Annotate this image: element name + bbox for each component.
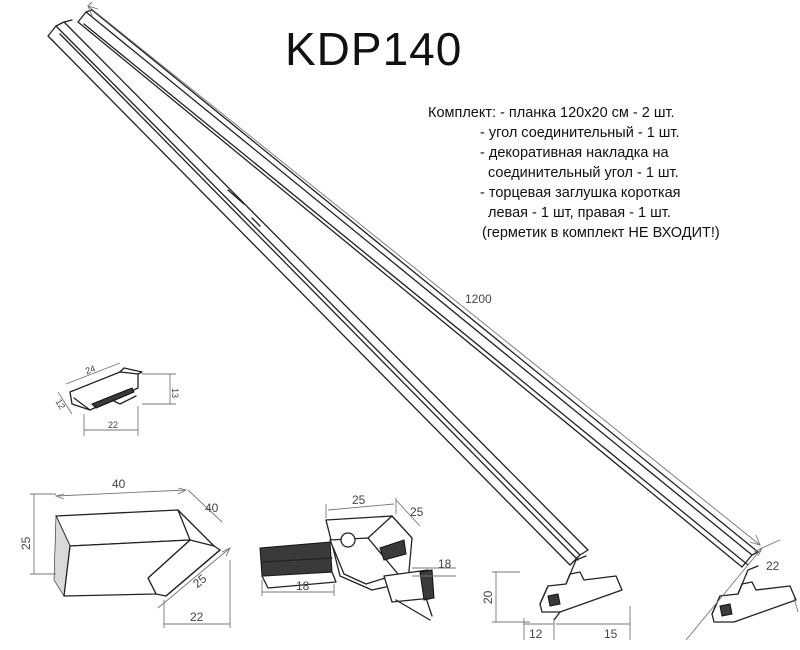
- corner-left-label: 25: [19, 536, 33, 550]
- plank-left: [47, 19, 589, 566]
- corner-piece-drawing: 25 40 40 25 22: [19, 477, 232, 628]
- kit-line: левая - 1 шт, правая - 1 шт.: [488, 205, 671, 221]
- connector-right-label: 25: [410, 505, 424, 519]
- product-title: KDP140: [285, 23, 463, 75]
- profile-left-base-label: 12: [529, 627, 543, 641]
- kit-contents: Комплект: - планка 120x20 см - 2 шт. - у…: [428, 103, 720, 243]
- kit-line: Комплект: - планка 120x20 см - 2 шт.: [428, 105, 675, 121]
- length-dimension: 1200: [87, 1, 761, 546]
- connector-drawing: 25 25 18 18: [259, 493, 456, 621]
- kit-line: - угол соединительный - 1 шт.: [480, 125, 680, 141]
- corner-top-label: 40: [112, 477, 126, 491]
- kit-line: (герметик в комплект НЕ ВХОДИТ!): [482, 225, 720, 241]
- end-cap-drawing: 24 13 12 22: [54, 362, 180, 436]
- cap-depth-label: 12: [54, 397, 68, 411]
- kit-line: соединительный угол - 1 шт.: [488, 165, 679, 181]
- cap-height-label: 13: [170, 388, 180, 398]
- profile-left-width-label: 15: [604, 627, 618, 641]
- corner-bottom-label: 22: [190, 610, 204, 624]
- corner-diag-label: 25: [190, 571, 209, 591]
- kit-line: - торцевая заглушка короткая: [480, 185, 681, 201]
- plank-right: [77, 9, 759, 568]
- connector-bottom-label: 18: [438, 557, 452, 571]
- profile-right-height-label: 22: [766, 559, 780, 573]
- profile-left-drawing: 20 12 15: [481, 555, 631, 641]
- length-label: 1200: [465, 292, 492, 306]
- cap-base-label: 22: [108, 420, 118, 430]
- kit-line: - декоративная накладка на: [480, 145, 669, 161]
- connector-top-label: 25: [352, 493, 366, 507]
- profile-left-height-label: 20: [481, 590, 495, 604]
- profile-right-drawing: 22: [685, 539, 799, 641]
- connector-left-label: 18: [296, 579, 310, 593]
- corner-right-label: 40: [205, 501, 219, 515]
- cap-width-label: 24: [84, 363, 97, 376]
